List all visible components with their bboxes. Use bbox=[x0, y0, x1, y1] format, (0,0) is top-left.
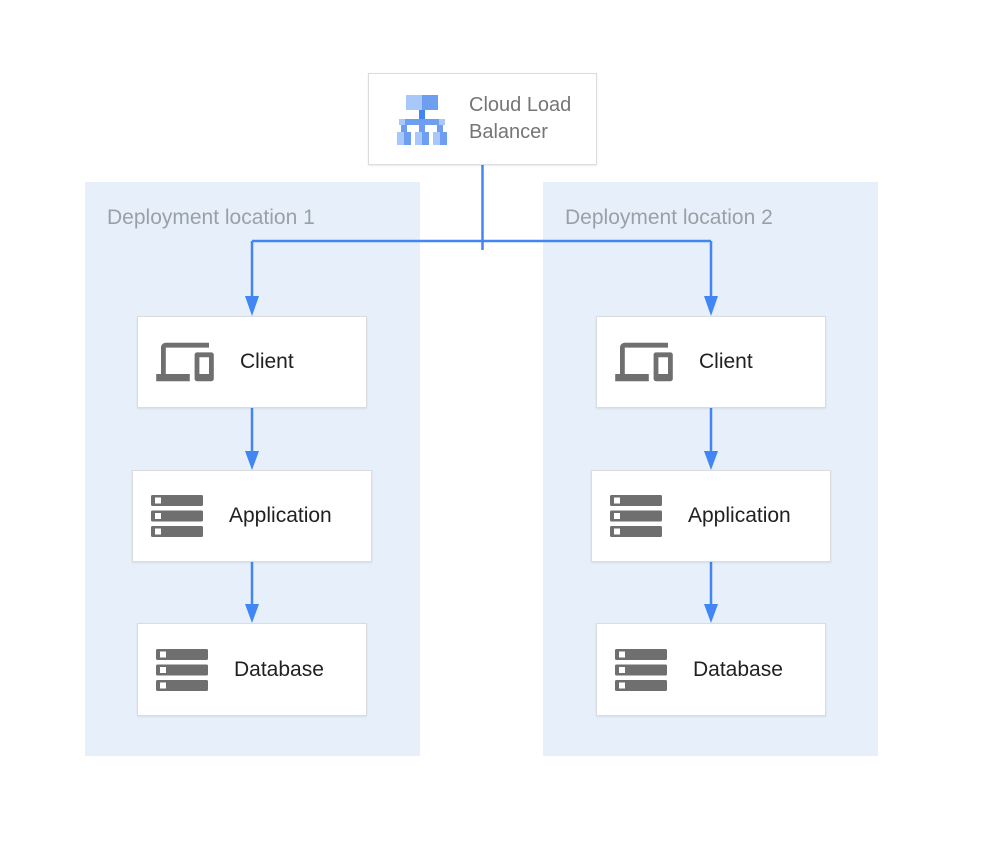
node-client-1: Client bbox=[137, 316, 367, 408]
server-stack-icon bbox=[151, 495, 203, 537]
node-client-2: Client bbox=[596, 316, 826, 408]
node-label: Database bbox=[693, 657, 783, 681]
region-label: Deployment location 1 bbox=[107, 206, 315, 229]
node-label: Client bbox=[699, 350, 753, 373]
node-label: Application bbox=[688, 504, 791, 527]
devices-icon bbox=[156, 338, 214, 386]
devices-icon bbox=[615, 338, 673, 386]
load-balancer-icon bbox=[395, 92, 449, 146]
node-database-2: Database bbox=[596, 623, 826, 716]
node-cloud-load-balancer: Cloud Load Balancer bbox=[368, 73, 597, 165]
node-label: Database bbox=[234, 657, 324, 681]
node-application-2: Application bbox=[591, 470, 831, 562]
node-label: Application bbox=[229, 504, 332, 527]
node-database-1: Database bbox=[137, 623, 367, 716]
server-stack-icon bbox=[615, 648, 667, 691]
server-stack-icon bbox=[610, 495, 662, 537]
region-label: Deployment location 2 bbox=[565, 206, 773, 229]
node-label: Client bbox=[240, 350, 294, 373]
server-stack-icon bbox=[156, 648, 208, 691]
node-application-1: Application bbox=[132, 470, 372, 562]
node-label: Cloud Load Balancer bbox=[469, 94, 572, 143]
